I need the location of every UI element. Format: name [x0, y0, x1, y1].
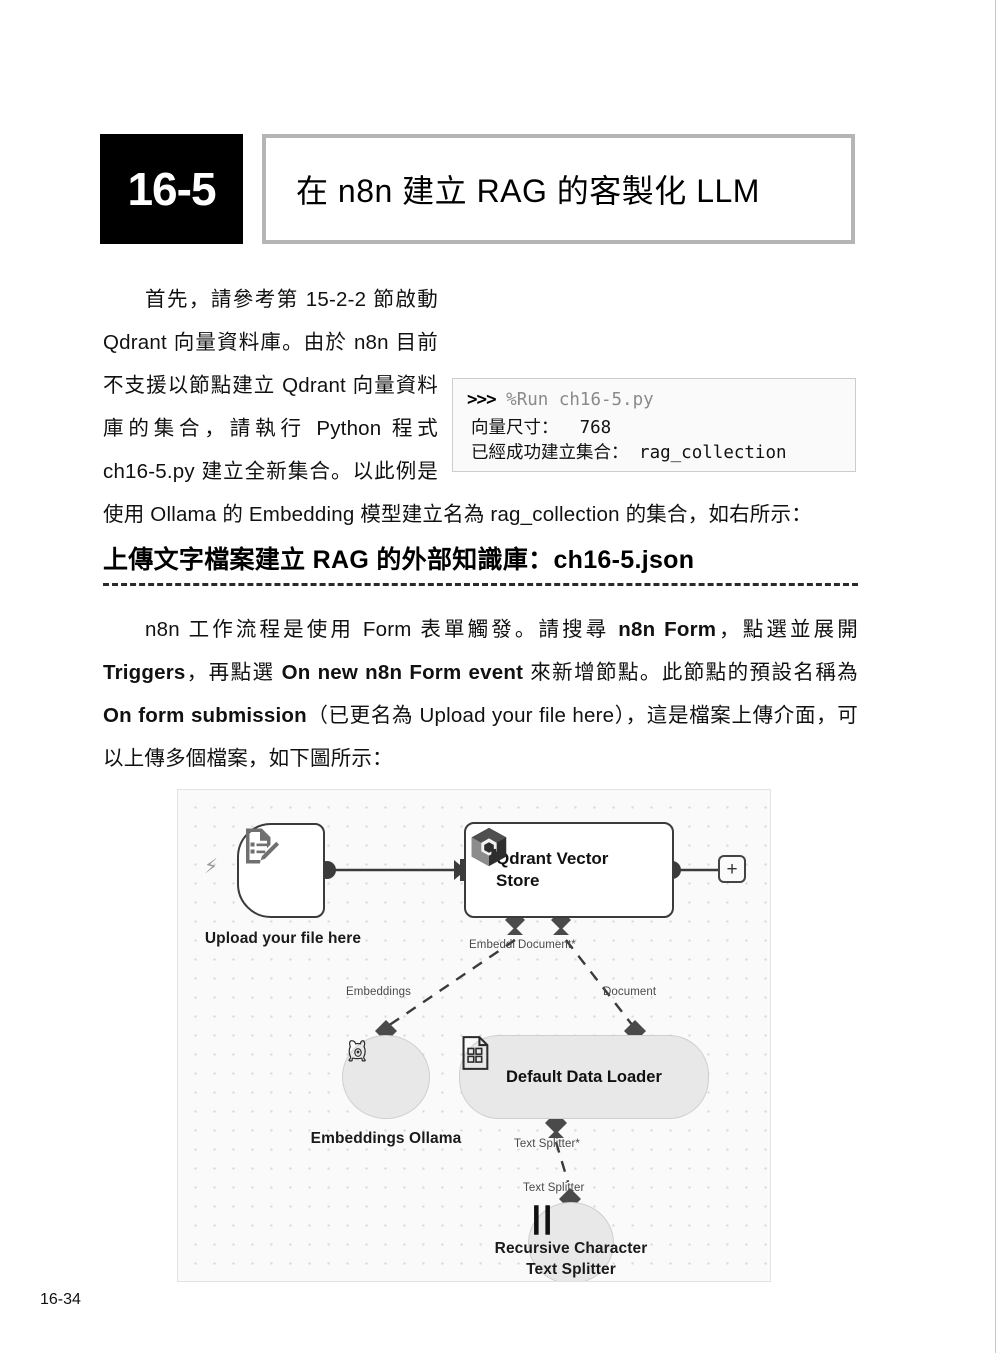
node-label-upload-your-file-here: Upload your file here	[204, 930, 362, 947]
terminal-body: 向量尺寸： 768 已經成功建立集合： rag_collection	[467, 416, 855, 466]
para2-seg-5: （已更名為 Upload your file here），這是檔案上傳介面，可以…	[103, 704, 858, 770]
page-edge-rule	[995, 0, 996, 1353]
conn-label-document-port: Document*	[518, 939, 576, 951]
para2-seg-4: 來新增節點。此節點的預設名稱為	[523, 661, 858, 684]
terminal-line-2: 已經成功建立集合： rag_collection	[471, 443, 787, 463]
section-title-box: 在 n8n 建立 RAG 的客製化 LLM	[262, 134, 855, 244]
trigger-bolt-icon: ⚡	[204, 856, 219, 878]
node-embeddings-ollama[interactable]	[342, 1035, 430, 1119]
conn-label-embeddings-port: Embeddi	[469, 939, 516, 951]
node-label-recursive-character-text-splitter: Recursive Character Text Splitter	[481, 1238, 661, 1280]
section-number: 16-5	[100, 134, 243, 244]
conn-label-text-splitter-port: Text Splitter*	[514, 1138, 580, 1150]
node-default-data-loader[interactable]: Default Data Loader	[459, 1035, 709, 1119]
para2-bold-n8n-form: n8n Form	[618, 618, 717, 641]
para2-bold-triggers: Triggers	[103, 661, 186, 684]
subheading-block: 上傳文字檔案建立 RAG 的外部知識庫：ch16-5.json	[103, 540, 858, 586]
node-label-embeddings-ollama: Embeddings Ollama	[310, 1130, 462, 1147]
terminal-output-box: >>> %Run ch16-5.py 向量尺寸： 768 已經成功建立集合： r…	[452, 378, 856, 472]
para2-bold-on-form-submission: On form submission	[103, 704, 307, 727]
section-title: 在 n8n 建立 RAG 的客製化 LLM	[296, 173, 760, 209]
conn-label-embeddings-target: Embeddings	[346, 986, 411, 998]
conn-label-text-splitter-target: Text Splitter	[523, 1182, 585, 1194]
node-title-default-data-loader: Default Data Loader	[506, 1067, 662, 1086]
conn-label-document-target: Document	[603, 986, 657, 998]
para2-bold-on-new-event: On new n8n Form event	[281, 661, 524, 684]
paragraph-intro: 首先，請參考第 15-2-2 節啟動 Qdrant 向量資料庫。由於 n8n 目…	[103, 278, 858, 536]
splitter-label-line-2: Text Splitter	[526, 1261, 616, 1278]
splitter-label-line-1: Recursive Character	[494, 1240, 648, 1257]
para2-seg-2: ，點選並展開	[716, 618, 859, 641]
node-recursive-character-text-splitter[interactable]	[528, 1202, 614, 1281]
terminal-command: %Run ch16-5.py	[506, 390, 654, 410]
node-title-qdrant-vector-store: Qdrant Vector Store	[496, 849, 609, 890]
subheading-title: 上傳文字檔案建立 RAG 的外部知識庫：ch16-5.json	[103, 546, 695, 574]
add-node-button[interactable]: +	[718, 855, 746, 883]
terminal-line-1: 向量尺寸： 768	[471, 418, 612, 438]
subheading-dashed-rule	[103, 583, 858, 586]
terminal-prompt: >>>	[467, 390, 497, 410]
section-header: 16-5 在 n8n 建立 RAG 的客製化 LLM	[100, 134, 855, 244]
para2-seg-3: ，再點選	[185, 661, 282, 684]
n8n-workflow-canvas[interactable]: ⚡ Upload your file here	[177, 789, 771, 1282]
page-number: 16-34	[40, 1291, 81, 1308]
paragraph-intro-text: 首先，請參考第 15-2-2 節啟動 Qdrant 向量資料庫。由於 n8n 目…	[103, 288, 812, 526]
paragraph-workflow-desc: n8n 工作流程是使用 Form 表單觸發。請搜尋 n8n Form，點選並展開…	[103, 608, 858, 780]
node-qdrant-vector-store[interactable]: Qdrant Vector Store	[464, 822, 674, 918]
node-upload-your-file-here[interactable]	[237, 823, 325, 918]
terminal-command-line: >>> %Run ch16-5.py	[467, 388, 855, 413]
para2-seg-1: n8n 工作流程是使用 Form 表單觸發。請搜尋	[145, 618, 619, 641]
